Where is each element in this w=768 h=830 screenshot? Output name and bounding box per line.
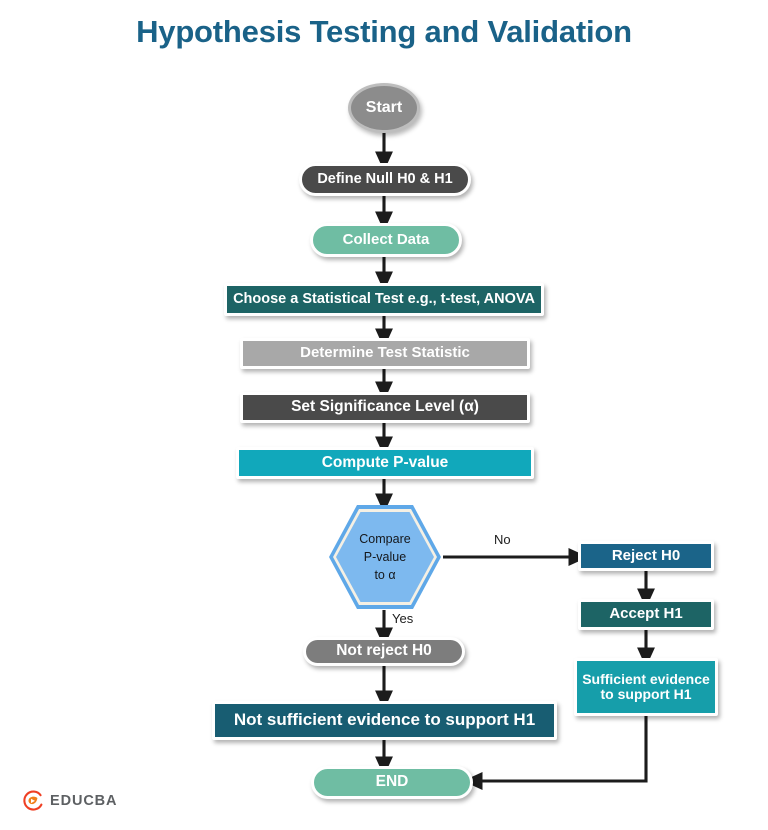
node-sufficient-evidence[interactable]: Sufficient evidence to support H1 [574,658,718,716]
node-compare-line-1: Compare [359,531,411,546]
node-collect-data-label: Collect Data [342,230,430,248]
node-sufficient-evidence-line-1: Sufficient evidence [582,670,710,687]
node-start[interactable]: Start [348,83,420,133]
node-collect-data[interactable]: Collect Data [310,223,462,257]
node-reject-h0-label: Reject H0 [611,546,681,564]
node-accept-h1-label: Accept H1 [609,605,683,623]
node-not-sufficient-evidence-label: Not sufficient evidence to support H1 [233,710,536,730]
node-end-label: END [375,773,409,791]
node-accept-h1[interactable]: Accept H1 [578,599,714,630]
edge-label-no: No [494,532,511,547]
node-significance-level-label: Set Significance Level (α) [291,398,479,416]
node-set-significance-level[interactable]: Set Significance Level (α) [240,392,530,423]
node-compute-p-value[interactable]: Compute P-value [236,447,534,479]
node-determine-test-statistic[interactable]: Determine Test Statistic [240,338,530,369]
educba-play-circle-icon [22,790,44,812]
node-choose-test-label: Choose a Statistical Test e.g., t-test, … [233,290,535,307]
educba-wordmark: EDUCBA [50,793,118,809]
page-title: Hypothesis Testing and Validation [136,14,632,49]
hexagon-fill [336,512,434,602]
node-reject-h0[interactable]: Reject H0 [578,541,714,571]
node-not-reject-h0[interactable]: Not reject H0 [303,637,465,666]
node-compare-line-2: P-value [363,549,407,564]
node-define-label: Define Null H0 & H1 [317,170,453,187]
node-start-label: Start [365,99,403,116]
node-compare-label: Compare P-value to α [329,505,441,609]
node-choose-statistical-test[interactable]: Choose a Statistical Test e.g., t-test, … [224,283,544,316]
node-compute-p-value-label: Compute P-value [321,453,449,471]
node-define-null-hypotheses[interactable]: Define Null H0 & H1 [299,163,471,196]
node-not-sufficient-evidence[interactable]: Not sufficient evidence to support H1 [212,701,557,740]
node-compare-line-3: to α [374,568,396,583]
educba-logo: EDUCBA [22,790,117,812]
node-determine-statistic-label: Determine Test Statistic [300,344,470,362]
node-end[interactable]: END [311,766,473,799]
edge-label-yes: Yes [392,611,414,626]
node-sufficient-evidence-line-2: to support H1 [600,686,692,702]
node-compare-p-value-decision[interactable]: Compare P-value to α [329,505,441,609]
node-not-reject-h0-label: Not reject H0 [336,642,432,660]
